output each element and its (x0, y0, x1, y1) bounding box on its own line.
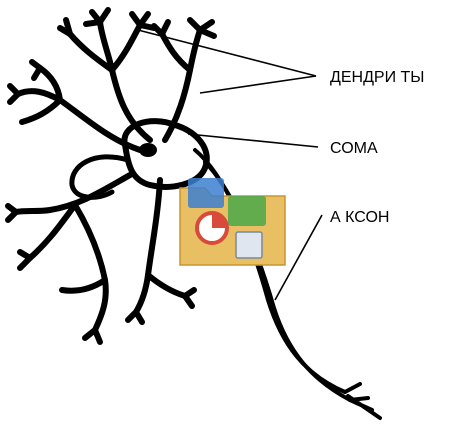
dendrite-lower-left (8, 175, 130, 342)
office-folder-icon (180, 178, 285, 265)
dendrites-pointer-line-bottom (200, 76, 316, 93)
nucleus (139, 143, 157, 157)
soma-pointer-line (188, 134, 318, 147)
axon-label: А КСОН (330, 209, 389, 226)
soma-label: СОМА (330, 140, 378, 157)
dendrites-label: ДЕНДРИ ТЫ (330, 69, 424, 86)
dendrites-pointer-line-top (138, 30, 316, 76)
